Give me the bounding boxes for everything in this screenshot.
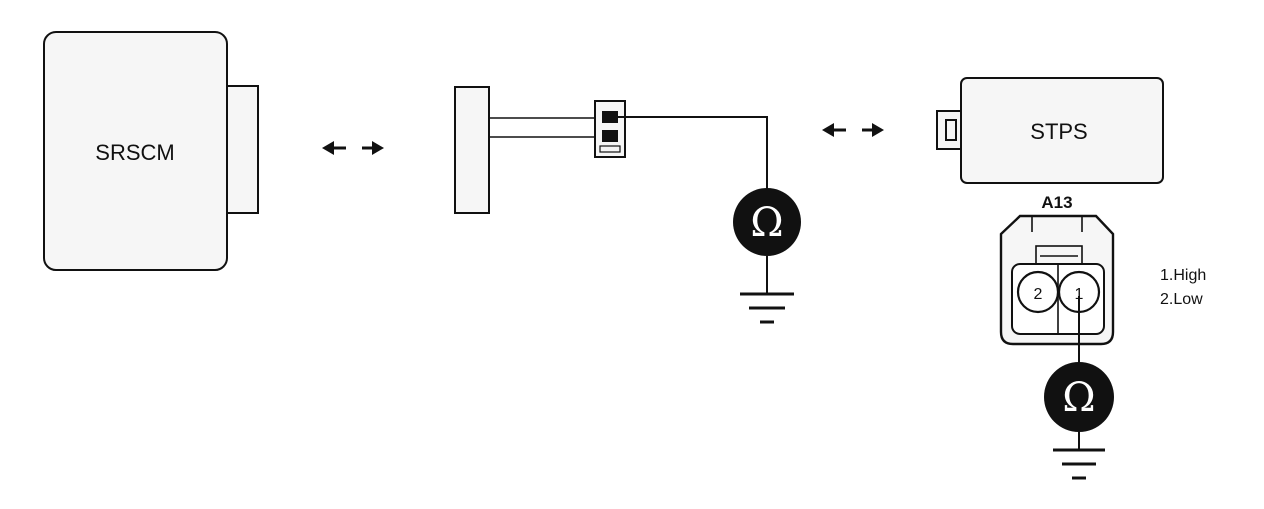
ohmmeter-icon: Ω — [1044, 362, 1114, 432]
probe-wire-1 — [618, 116, 768, 192]
stps-label: STPS — [1030, 119, 1087, 144]
connector-a13: 2 1 — [999, 214, 1115, 346]
double-arrow-icon — [822, 123, 884, 137]
ground-icon — [1053, 448, 1105, 480]
stps-module: STPS — [936, 77, 1164, 184]
double-arrow-icon — [322, 141, 384, 155]
pin-1-label: 1 — [1075, 286, 1084, 303]
ohmmeter-icon: Ω — [733, 188, 801, 256]
legend-line-2: 2.Low — [1160, 291, 1203, 308]
meter-2-body — [1044, 362, 1114, 432]
stps-connector-tab — [936, 110, 963, 150]
meter-2-symbol: Ω — [1062, 375, 1095, 421]
pin-2-label: 2 — [1034, 286, 1043, 303]
meter-1-symbol: Ω — [750, 200, 783, 246]
shorting-pin-top — [602, 111, 618, 123]
srscm-label: SRSCM — [95, 140, 174, 165]
srscm-connector-tab — [225, 85, 259, 214]
harness-connector-body — [454, 86, 490, 214]
harness-connector — [454, 86, 626, 214]
ground-icon — [740, 292, 794, 324]
connector-name: A13 — [1041, 193, 1072, 212]
stps-box — [960, 77, 1164, 184]
meter-1-body — [733, 188, 801, 256]
srscm-box — [43, 31, 228, 271]
shorting-pin-bottom — [602, 130, 618, 142]
legend-line-1: 1.High — [1160, 267, 1206, 284]
srscm-module: SRSCM — [43, 31, 259, 271]
